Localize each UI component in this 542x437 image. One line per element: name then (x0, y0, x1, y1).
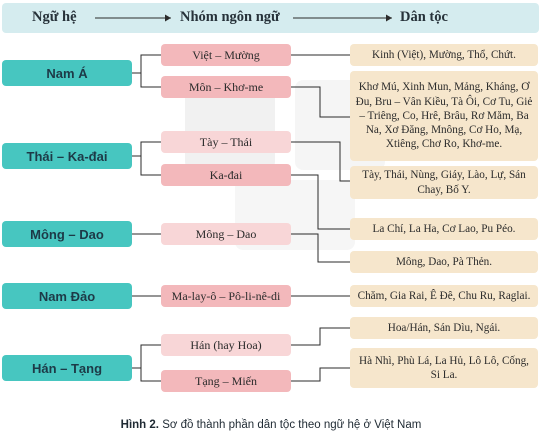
line-hantang-han (132, 344, 161, 369)
line-taythai-ethnic (291, 141, 350, 182)
family-nam-a: Nam Á (2, 60, 132, 86)
header-ethnic-group: Dân tộc (400, 9, 448, 25)
line-thai-kadai (140, 156, 161, 176)
group-tang-mien: Tạng – Miến (161, 370, 291, 392)
group-tay-thai: Tày – Thái (161, 131, 291, 153)
line-hantang-tang (140, 368, 161, 382)
family-han-tang: Hán – Tạng (2, 355, 132, 381)
group-mong-dao: Mông – Dao (161, 223, 291, 245)
ethnic-kadai: La Chí, La Ha, Cơ Lao, Pu Péo. (350, 218, 538, 240)
ethnic-tay-thai: Tày, Thái, Nùng, Giáy, Lào, Lự, Sán Chay… (350, 166, 538, 199)
group-kadai: Ka-đai (161, 164, 291, 186)
line-mongdao-ethnic (291, 233, 350, 263)
ethnic-viet-muong: Kinh (Việt), Mường, Thổ, Chứt. (350, 44, 538, 66)
caption-text: Sơ đồ thành phần dân tộc theo ngữ hệ ở V… (162, 419, 422, 431)
group-malayo-polynesian: Ma-lay-ô – Pô-li-nê-di (161, 285, 291, 307)
group-viet-muong: Việt – Mường (161, 44, 291, 66)
ethnic-tang-mien: Hà Nhì, Phù Lá, La Hủ, Lô Lô, Cống, Si L… (350, 348, 538, 388)
line-monkhmer-ethnic (291, 86, 350, 118)
arrowhead-1 (165, 14, 171, 22)
family-thai-kadai: Thái – Ka-đai (2, 143, 132, 169)
group-han: Hán (hay Hoa) (161, 334, 291, 356)
ethnic-mong-dao: Mông, Dao, Pà Thẻn. (350, 251, 538, 273)
line-nama-monkhmer (140, 73, 161, 88)
arrowhead-2 (386, 14, 392, 22)
line-han-ethnic (291, 327, 350, 346)
group-mon-khmer: Môn – Khơ-me (161, 76, 291, 98)
caption-label: Hình 2. (120, 419, 159, 431)
ethnic-mon-khmer: Khơ Mú, Xinh Mun, Mảng, Kháng, Ơ Đu, Bru… (350, 71, 538, 161)
header-language-group: Nhóm ngôn ngữ (180, 9, 280, 25)
figure-caption: Hình 2. Sơ đồ thành phần dân tộc theo ng… (0, 419, 542, 431)
ethnic-han: Hoa/Hán, Sán Dìu, Ngái. (350, 317, 538, 339)
line-thai-taythai (132, 141, 161, 157)
header-language-family: Ngữ hệ (32, 9, 77, 25)
line-tang-ethnic (291, 367, 350, 382)
ethnic-malayo: Chăm, Gia Rai, Ê Đê, Chu Ru, Raglai. (350, 285, 538, 307)
family-nam-dao: Nam Đảo (2, 283, 132, 309)
family-mong-dao: Mông – Dao (2, 221, 132, 247)
line-nama-vietmuong (132, 54, 161, 74)
line-kadai-ethnic (291, 174, 350, 230)
header-bar (2, 3, 539, 33)
